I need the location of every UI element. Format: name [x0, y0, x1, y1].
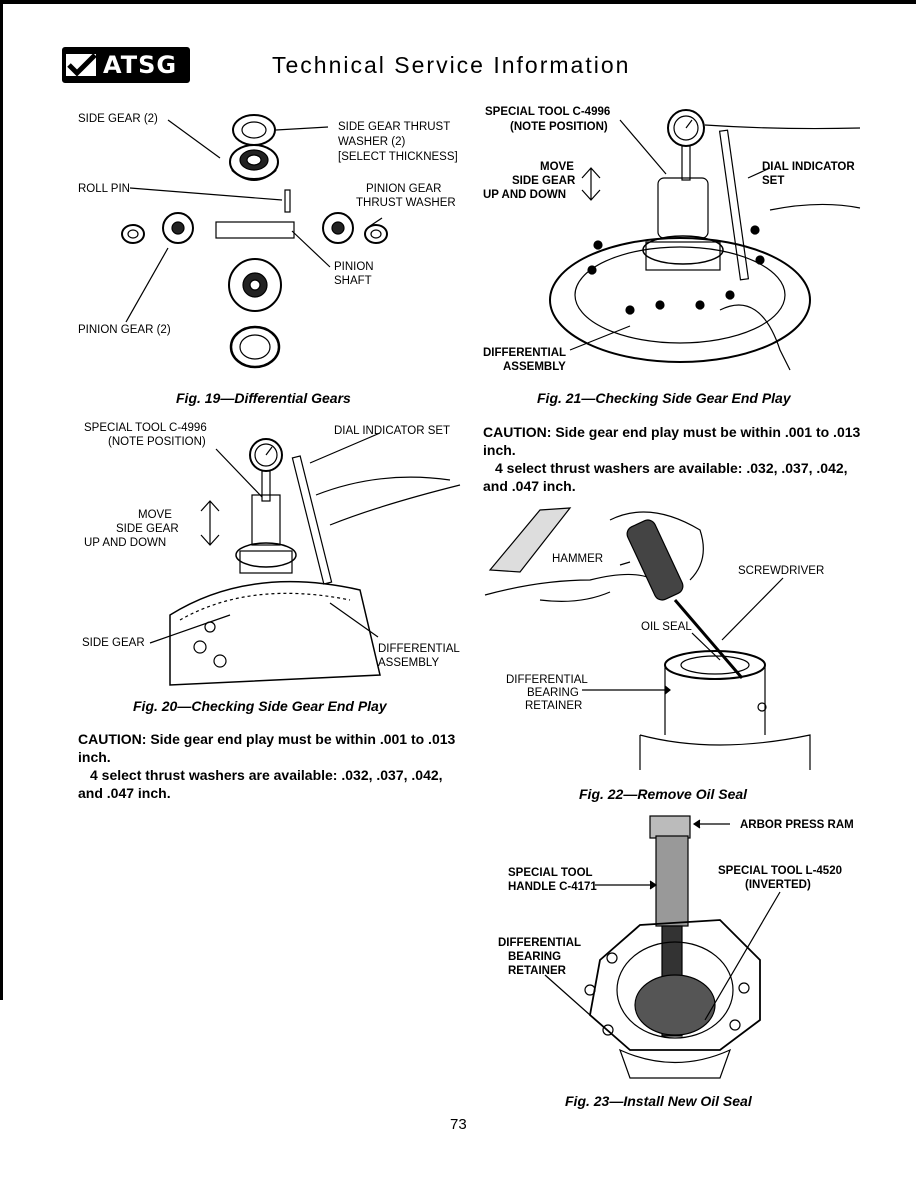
fig21-label-diff-assembly-2: ASSEMBLY	[503, 361, 566, 373]
fig20-label-diff-assembly-2: ASSEMBLY	[378, 657, 440, 669]
fig19-label-thrust-washer-1: SIDE GEAR THRUST	[338, 121, 451, 133]
fig20-label-move-1: MOVE	[138, 509, 172, 521]
logo-text: ATSG	[103, 51, 178, 79]
fig21-caption: Fig. 21—Checking Side Gear End Play	[537, 390, 791, 406]
page-border-top	[0, 0, 916, 4]
fig21-label-move-1: MOVE	[540, 161, 574, 173]
fig19-label-pinion-thrust-1: PINION GEAR	[366, 183, 442, 195]
page-title: Technical Service Information	[272, 52, 631, 78]
fig22-label-oil-seal: OIL SEAL	[641, 621, 692, 633]
fig23-label-tool-l4520-2: (INVERTED)	[745, 879, 811, 891]
fig21-label-dial-indicator-2: SET	[762, 175, 785, 187]
fig20-label-diff-assembly-1: DIFFERENTIAL	[378, 643, 460, 655]
fig19-label-pinion-thrust-2: THRUST WASHER	[356, 197, 456, 209]
fig19-label-side-gear: SIDE GEAR (2)	[78, 113, 158, 125]
caution-right: CAUTION: Side gear end play must be with…	[483, 423, 863, 495]
fig23-label-bearing-retainer-1: DIFFERENTIAL	[498, 937, 582, 949]
fig20-checking-side-gear-illustration	[149, 432, 461, 686]
fig19-differential-gears-illustration	[121, 114, 388, 369]
fig22-label-bearing-retainer-1: DIFFERENTIAL	[506, 674, 588, 686]
fig21-label-special-tool-1: SPECIAL TOOL C-4996	[485, 106, 611, 118]
fig19-label-pinion-shaft-1: PINION	[334, 261, 374, 273]
atsg-checkmark-logo-icon	[66, 53, 97, 77]
caution-right-line1: CAUTION: Side gear end play must be with…	[483, 424, 861, 458]
fig20-label-special-tool-2: (NOTE POSITION)	[108, 436, 206, 448]
page-number: 73	[450, 1116, 467, 1133]
fig20-label-move-3: UP AND DOWN	[84, 537, 167, 549]
fig23-install-oil-seal-illustration	[544, 815, 781, 1079]
fig20-label-side-gear: SIDE GEAR	[82, 637, 145, 649]
fig21-label-dial-indicator-1: DIAL INDICATOR	[762, 161, 855, 173]
fig22-label-bearing-retainer-2: BEARING	[527, 687, 579, 699]
fig21-checking-side-gear-illustration	[549, 109, 861, 371]
fig21-label-move-2: SIDE GEAR	[512, 175, 576, 187]
fig23-label-bearing-retainer-3: RETAINER	[508, 965, 566, 977]
fig23-label-tool-l4520-1: SPECIAL TOOL L-4520	[718, 865, 842, 877]
fig22-label-screwdriver: SCREWDRIVER	[738, 565, 825, 577]
caution-left-line1: CAUTION: Side gear end play must be with…	[78, 731, 456, 765]
fig20-label-dial-indicator: DIAL INDICATOR SET	[334, 425, 451, 437]
fig19-label-thrust-washer-2: WASHER (2)	[338, 136, 406, 148]
fig19-label-roll-pin: ROLL PIN	[78, 183, 130, 195]
fig21-label-diff-assembly-1: DIFFERENTIAL	[483, 347, 567, 359]
fig21-label-special-tool-2: (NOTE POSITION)	[510, 121, 608, 133]
atsg-logo: ATSG	[62, 47, 190, 83]
fig20-label-special-tool-1: SPECIAL TOOL C-4996	[84, 422, 207, 434]
fig19-label-pinion-shaft-2: SHAFT	[334, 275, 372, 287]
fig23-label-tool-handle-1: SPECIAL TOOL	[508, 867, 593, 879]
page-border-left	[0, 0, 3, 1000]
fig19-label-thrust-washer-3: [SELECT THICKNESS]	[338, 151, 458, 163]
fig20-caption: Fig. 20—Checking Side Gear End Play	[133, 698, 387, 714]
fig20-label-move-2: SIDE GEAR	[116, 523, 179, 535]
caution-left-line2: 4 select thrust washers are available: .…	[78, 767, 443, 801]
fig23-caption: Fig. 23—Install New Oil Seal	[565, 1093, 752, 1109]
fig19-label-pinion-gear: PINION GEAR (2)	[78, 324, 171, 336]
fig21-label-move-3: UP AND DOWN	[483, 189, 567, 201]
caution-right-line2: 4 select thrust washers are available: .…	[483, 460, 848, 494]
fig22-caption: Fig. 22—Remove Oil Seal	[579, 786, 748, 802]
fig22-label-bearing-retainer-3: RETAINER	[525, 700, 583, 712]
fig23-label-tool-handle-2: HANDLE C-4171	[508, 881, 597, 893]
fig23-label-arbor: ARBOR PRESS RAM	[740, 819, 854, 831]
caution-left: CAUTION: Side gear end play must be with…	[78, 730, 458, 802]
fig23-label-bearing-retainer-2: BEARING	[508, 951, 562, 963]
fig19-caption: Fig. 19—Differential Gears	[176, 390, 351, 406]
fig22-label-hammer: HAMMER	[552, 553, 604, 565]
fig22-remove-oil-seal-illustration	[484, 507, 811, 770]
